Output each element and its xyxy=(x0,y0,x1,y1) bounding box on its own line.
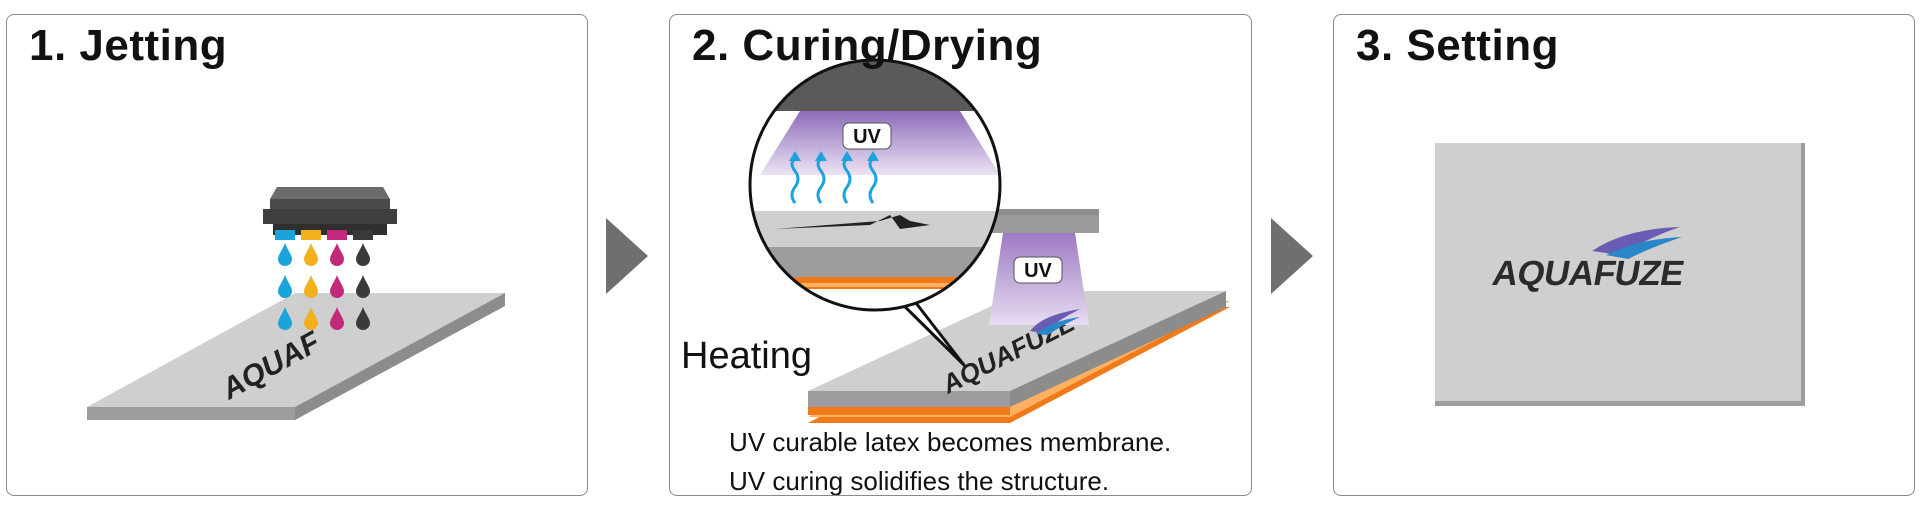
uv-label: UV xyxy=(1024,260,1052,282)
print-head xyxy=(263,187,397,240)
curing-illustration: AQUAFUZE UV xyxy=(748,58,1230,423)
ink-droplet xyxy=(304,275,318,298)
step-curing-panel: AQUAFUZE UV xyxy=(669,14,1252,496)
step-title: 2. Curing/Drying xyxy=(692,21,1043,70)
vapor-arrow xyxy=(842,157,852,204)
logo-text: AQUAFUZE xyxy=(1490,254,1687,293)
ink-droplet xyxy=(278,243,292,266)
ink-droplet xyxy=(356,307,370,330)
ink-droplet xyxy=(330,243,344,266)
substrate-plate xyxy=(87,293,505,420)
vapor-arrow xyxy=(816,157,826,204)
caption-line-1: UV curable latex becomes membrane. xyxy=(729,427,1172,457)
next-step-arrow xyxy=(606,218,648,294)
jetting-illustration: AQUAF xyxy=(87,187,505,420)
finished-panel xyxy=(1435,143,1805,406)
drying-arrows xyxy=(789,151,879,204)
step-title: 1. Jetting xyxy=(29,21,228,70)
step-jetting-panel: AQUAF 1. Jetting xyxy=(6,14,588,496)
ink-droplet xyxy=(356,275,370,298)
heating-label: Heating xyxy=(681,335,812,377)
ink-droplet xyxy=(330,275,344,298)
vapor-arrowhead xyxy=(841,151,853,161)
vapor-arrowhead xyxy=(789,151,801,161)
vapor-arrow xyxy=(868,157,878,204)
ink-droplets xyxy=(278,243,370,330)
uv-lamp: UV xyxy=(979,209,1099,325)
step-title: 3. Setting xyxy=(1356,21,1560,70)
ink-droplet xyxy=(356,243,370,266)
ink-droplet xyxy=(330,307,344,330)
aquafuze-logo: AQUAFUZE xyxy=(1490,227,1687,293)
ink-droplet xyxy=(278,275,292,298)
magnifier-view xyxy=(750,60,1000,310)
step-setting-panel: AQUAFUZE 3. Setting xyxy=(1333,14,1915,496)
setting-illustration: AQUAFUZE xyxy=(1435,143,1805,406)
heated-plate xyxy=(808,291,1230,423)
ink-droplet xyxy=(278,307,292,330)
ink-droplet xyxy=(304,307,318,330)
next-step-arrow xyxy=(1271,218,1313,294)
uv-label-zoom: UV xyxy=(853,126,881,148)
caption-line-2: UV curing solidifies the structure. xyxy=(729,466,1110,496)
ink-droplet xyxy=(304,243,318,266)
vapor-arrow xyxy=(790,157,800,204)
vapor-arrowhead xyxy=(815,151,827,161)
vapor-arrowhead xyxy=(867,151,879,161)
logo-swoosh xyxy=(1030,309,1080,335)
